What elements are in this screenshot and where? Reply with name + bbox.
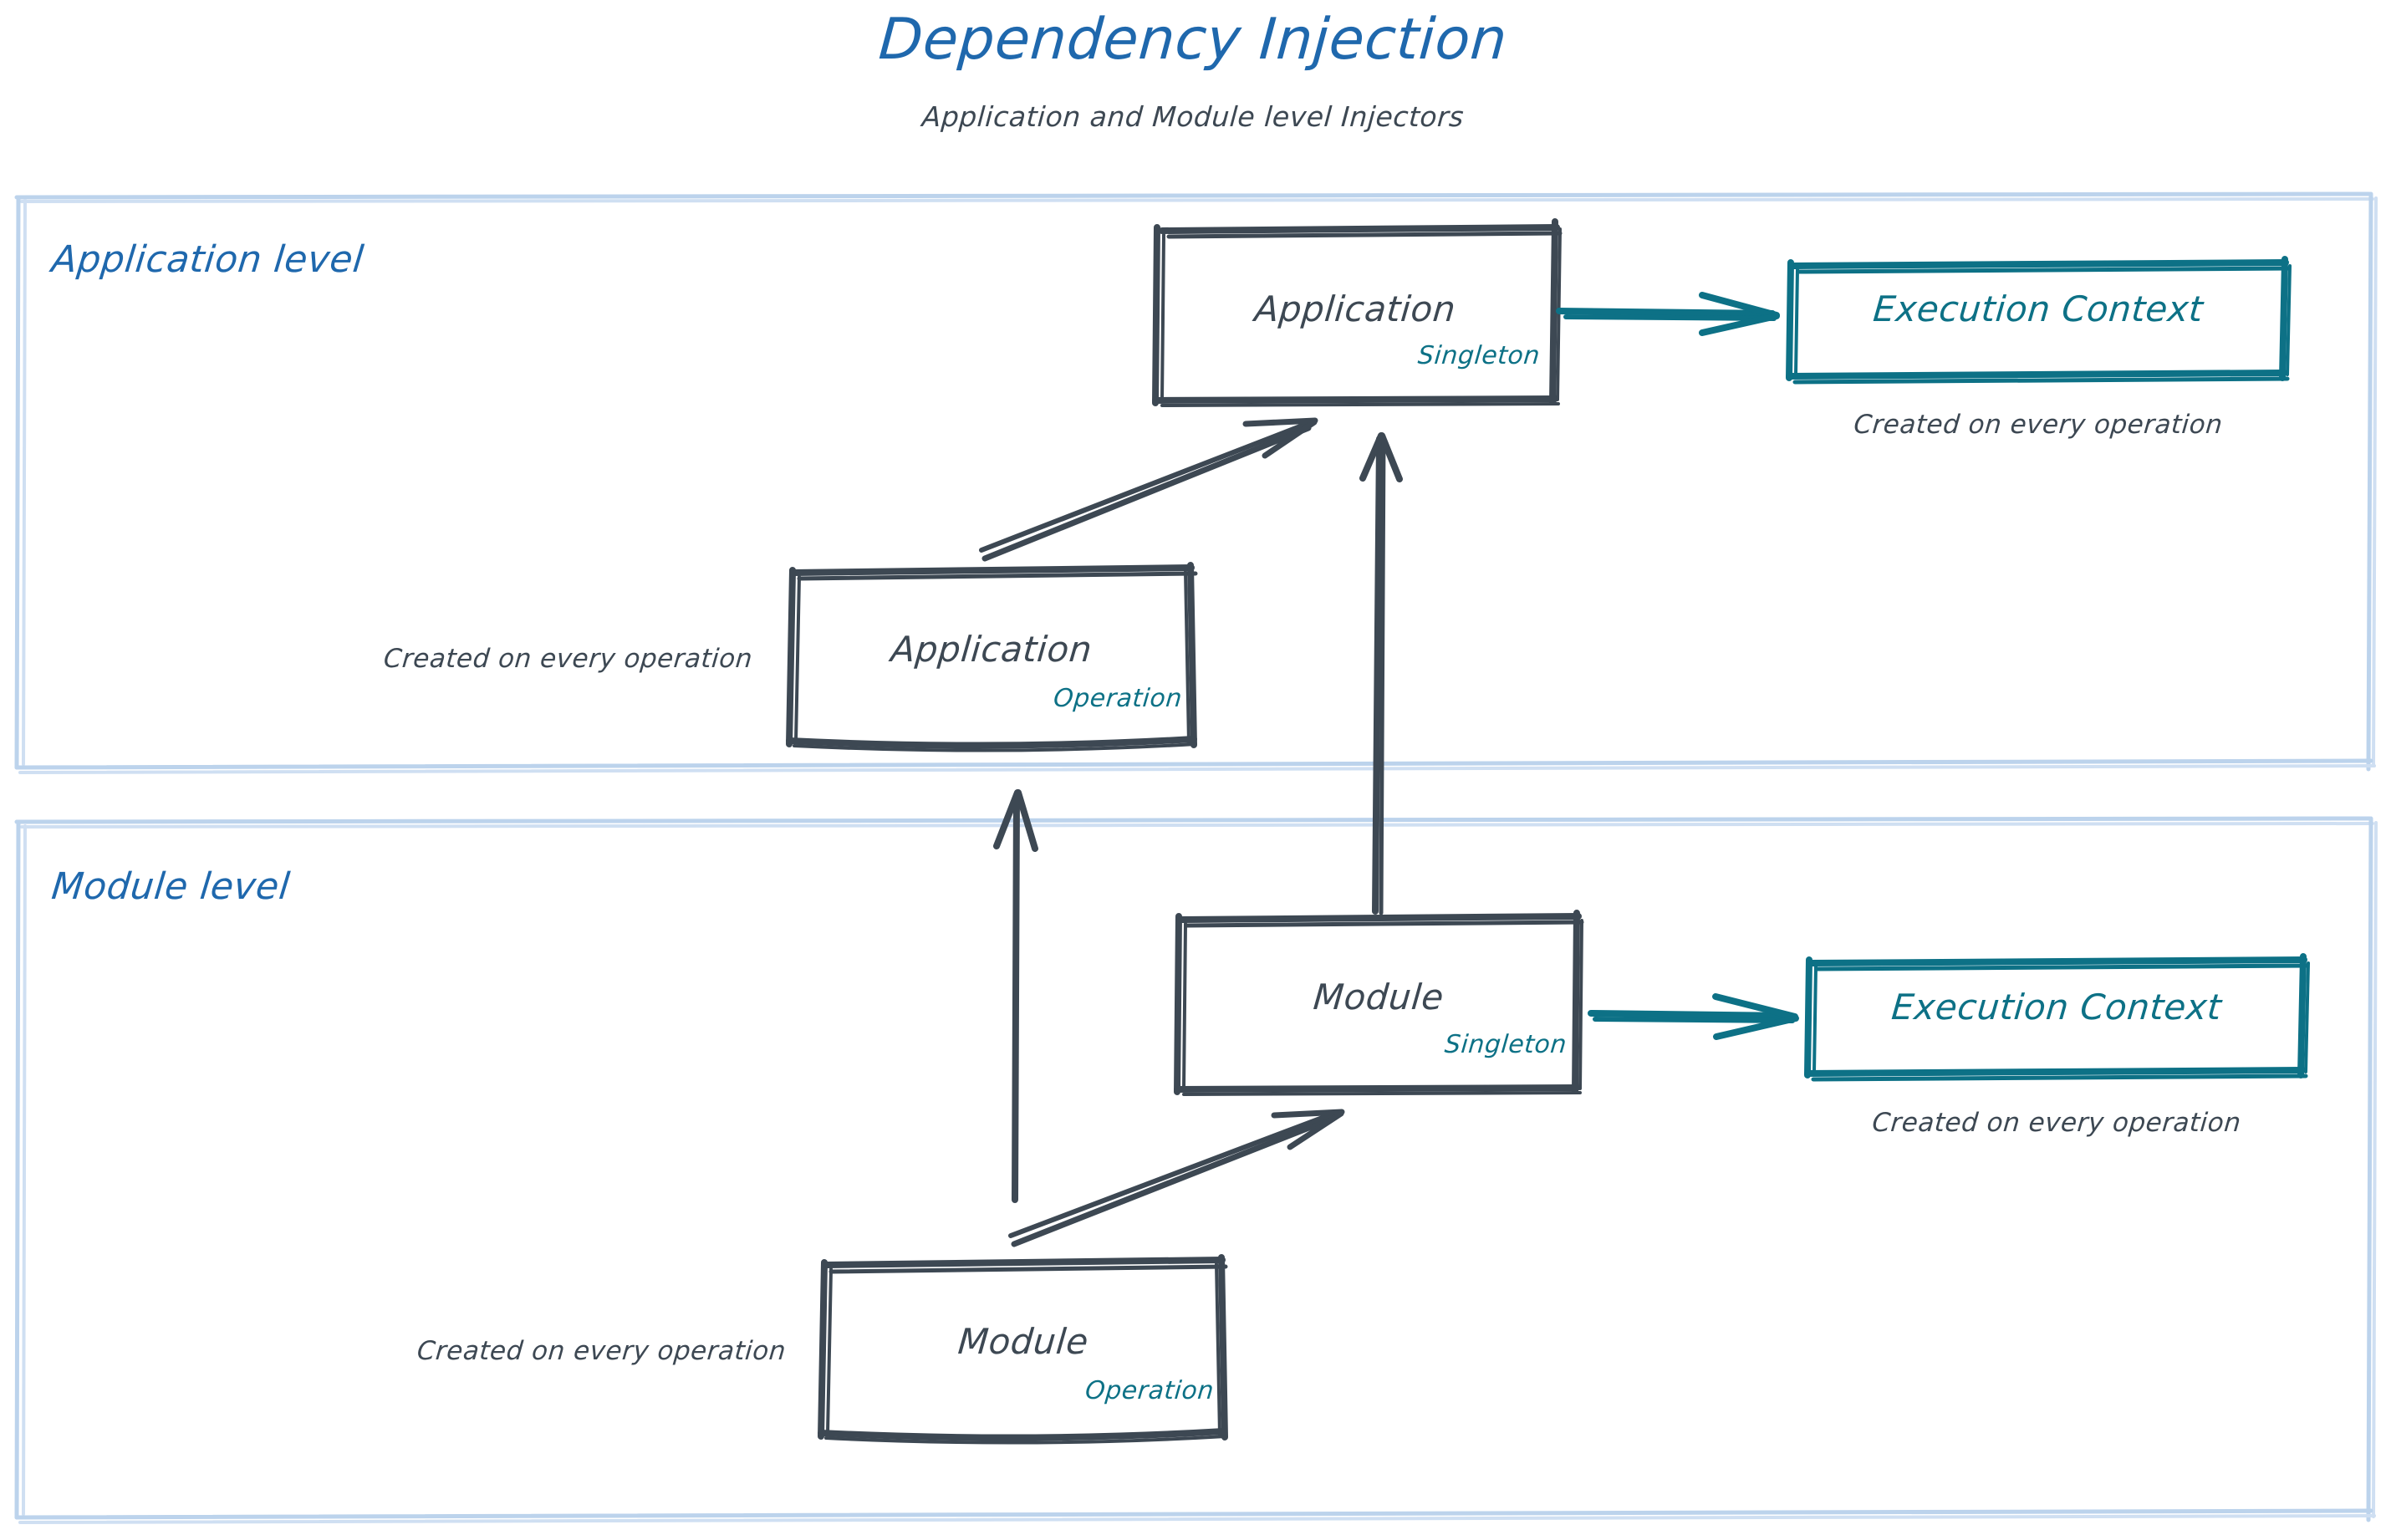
node-application-singleton-frame[interactable] (1152, 218, 1563, 407)
node-application-operation-frame[interactable] (786, 562, 1198, 752)
panel-module-level (14, 816, 2378, 1524)
edge-module-operation-to-app-operation (993, 789, 1038, 1203)
section-label-module-level: Module level (49, 865, 293, 908)
node-application-singleton-scope: Singleton (1416, 341, 1542, 370)
edge-module-singleton-to-execution-context (1588, 993, 1799, 1040)
node-module-execution-context-title: Execution Context (1889, 987, 2224, 1028)
node-application-execution-context-frame[interactable] (1786, 256, 2292, 385)
note-module-operation: Created on every operation (416, 1336, 788, 1366)
edge-app-singleton-to-execution-context (1556, 292, 1780, 336)
node-module-singleton-frame[interactable] (1174, 910, 1584, 1096)
edge-module-operation-to-module-singleton (1008, 1109, 1345, 1247)
section-label-application-level: Application level (49, 238, 366, 281)
node-application-operation-title: Application (889, 629, 1094, 670)
note-application-execution-context: Created on every operation (1852, 410, 2225, 440)
page-subtitle: Application and Module level Injectors (920, 100, 1466, 133)
node-application-singleton-title: Application (1252, 288, 1458, 329)
node-application-operation-scope: Operation (1052, 684, 1184, 713)
node-module-execution-context-frame[interactable] (1804, 953, 2310, 1082)
node-module-operation-frame[interactable] (818, 1254, 1228, 1445)
node-module-singleton-title: Module (1311, 977, 1446, 1017)
page-title: Dependency Injection (876, 7, 1510, 73)
edge-module-singleton-to-app-singleton (1359, 432, 1403, 915)
node-module-operation-scope: Operation (1083, 1376, 1216, 1405)
note-module-execution-context: Created on every operation (1870, 1108, 2243, 1138)
node-application-execution-context-title: Execution Context (1871, 288, 2205, 329)
node-module-singleton-scope: Singleton (1443, 1030, 1568, 1059)
panel-application-level (14, 191, 2378, 774)
edge-app-operation-to-app-singleton (979, 417, 1318, 562)
node-module-operation-title: Module (956, 1321, 1091, 1362)
note-application-operation: Created on every operation (382, 644, 754, 674)
